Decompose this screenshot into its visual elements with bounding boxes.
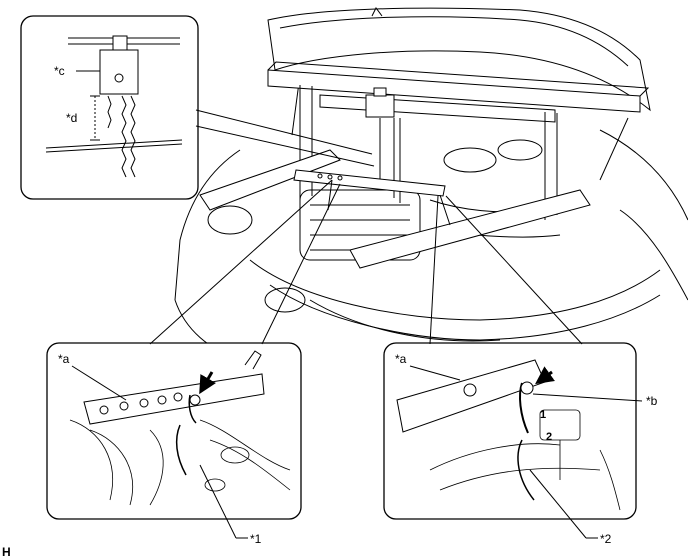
callout-c: *c <box>54 64 65 78</box>
chain-block-inset: *c *d <box>20 15 199 200</box>
callout-1: *1 <box>250 532 262 546</box>
vehicle-engine-bay <box>174 7 688 361</box>
hood-outline <box>267 7 651 112</box>
hoist-beam-top <box>267 69 641 113</box>
callout-d: *d <box>66 111 77 125</box>
engine-lifting-bar <box>293 169 446 197</box>
left-hook-inset: *a *1 <box>46 342 302 546</box>
right-hook-inset: 1 2 *a *b *2 <box>383 342 658 546</box>
callout-a-right: *a <box>395 352 407 366</box>
step-number-1: 1 <box>540 409 546 421</box>
attach-arrow-right <box>535 366 555 385</box>
step-number-2: 2 <box>546 431 552 443</box>
callout-a-left: *a <box>58 352 70 366</box>
hoist-base-left <box>199 149 341 211</box>
callout-2: *2 <box>600 532 612 546</box>
figure-code: H <box>2 545 11 559</box>
chain-block-housing <box>99 49 139 95</box>
hoist-base-right <box>349 189 591 269</box>
attach-arrow-left <box>199 371 217 395</box>
callout-b: *b <box>646 394 658 408</box>
